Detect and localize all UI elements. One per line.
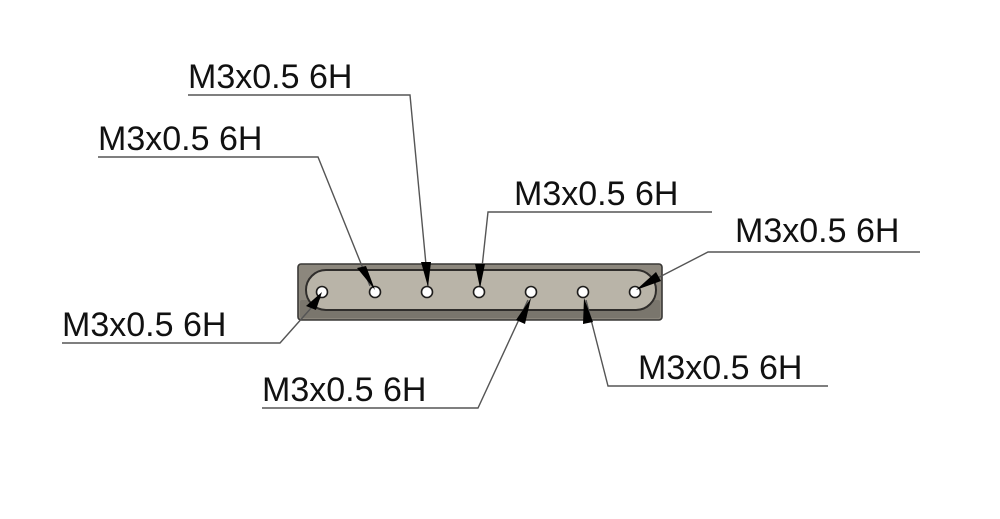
callout-hole-4: M3x0.5 6H [475,175,712,288]
tapped-hole-4 [472,285,486,299]
thread-callout-label: M3x0.5 6H [188,58,352,96]
leader-line [585,299,828,387]
arrow-head [475,264,485,288]
callout-hole-7: M3x0.5 6H [636,212,920,290]
arrow-head [636,272,661,290]
callout-hole-6: M3x0.5 6H [583,298,828,387]
tapped-hole-3 [420,285,434,299]
arrow-head [583,298,593,324]
callout-hole-2: M3x0.5 6H [98,120,375,290]
arrow-head [306,292,322,310]
callout-hole-1: M3x0.5 6H [62,292,322,344]
leader-line [98,156,371,287]
arrow-head [516,298,531,324]
callout-hole-3: M3x0.5 6H [188,58,431,287]
thread-callout-label: M3x0.5 6H [98,120,262,158]
arrow-head [357,266,375,290]
leader-line [188,94,429,287]
leader-line [262,299,529,409]
tapped-hole-6 [576,285,590,299]
thread-callout-label: M3x0.5 6H [262,371,426,409]
thread-callout-label: M3x0.5 6H [735,212,899,250]
arrow-head [421,262,431,287]
callout-hole-5: M3x0.5 6H [262,298,531,409]
leader-line [62,297,321,344]
bar-part [297,263,663,321]
leader-line [479,211,712,287]
tapped-hole-5 [524,285,538,299]
thread-callout-label: M3x0.5 6H [514,175,678,213]
leader-line [641,251,920,287]
thread-callout-label: M3x0.5 6H [638,349,802,387]
tapped-hole-2 [368,285,382,299]
thread-callout-label: M3x0.5 6H [62,306,226,344]
